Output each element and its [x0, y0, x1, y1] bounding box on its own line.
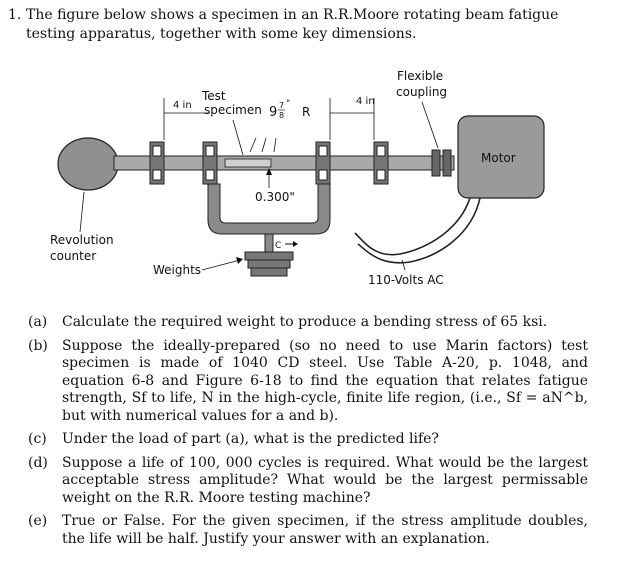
problem-statement: 1. The figure below shows a specimen in …	[8, 6, 608, 44]
motor-label: Motor	[481, 151, 516, 165]
sub-question-text: Suppose the ideally-prepared (so no need…	[62, 337, 588, 424]
bearing-1	[149, 141, 165, 185]
sub-question-list: (a) Calculate the required weight to pro…	[28, 314, 588, 554]
test-specimen	[224, 158, 272, 168]
problem-intro: The figure below shows a specimen in an …	[26, 7, 559, 42]
sub-question-label: (d)	[28, 454, 48, 471]
flexible-coupling	[431, 149, 441, 177]
weights-label: Weights	[153, 263, 201, 277]
revolution-counter-disc	[57, 137, 119, 191]
radius-denominator: 8	[279, 111, 284, 120]
radius-numerator: 7	[279, 101, 284, 110]
radius-unit: "	[286, 99, 290, 109]
revolution-label: Revolution	[50, 233, 114, 247]
bearing-4	[373, 141, 389, 185]
sub-question-text: Suppose a life of 100, 000 cycles is req…	[62, 454, 588, 506]
motor	[457, 115, 545, 199]
rr-moore-apparatus-figure: Motor C 4 in 4 in Test specimen	[40, 58, 580, 298]
sub-question-label: (a)	[28, 314, 48, 330]
power-cord	[354, 197, 471, 256]
svg-text:C: C	[275, 241, 281, 251]
bearing-2	[202, 141, 218, 185]
test-label: Test	[201, 89, 226, 103]
dim-right-label: 4 in	[356, 96, 375, 107]
apparatus-diagram: Motor C 4 in 4 in Test specimen	[50, 69, 545, 287]
sub-question-c: (c) Under the load of part (a), what is …	[28, 431, 588, 449]
flexible-label: Flexible	[397, 69, 443, 83]
problem-number: 1.	[8, 7, 22, 23]
specimen-label: specimen	[204, 103, 262, 117]
sub-question-label: (c)	[28, 431, 47, 447]
loading-yoke	[207, 183, 331, 235]
bearing-3	[315, 141, 331, 185]
power-label: 110-Volts AC	[368, 273, 444, 287]
diameter-label: 0.300"	[255, 190, 295, 204]
sub-question-text: Under the load of part (a), what is the …	[62, 431, 439, 447]
radius-R: R	[302, 105, 310, 119]
coupling-label: coupling	[396, 85, 447, 99]
sub-question-text: Calculate the required weight to produce…	[62, 314, 548, 330]
weight-plate	[244, 251, 294, 261]
dim-left-label: 4 in	[173, 100, 192, 111]
sub-question-e: (e) True or False. For the given specime…	[28, 513, 588, 548]
radius-whole: 9	[269, 105, 277, 120]
sub-question-label: (e)	[28, 513, 48, 529]
sub-question-a: (a) Calculate the required weight to pro…	[28, 314, 588, 332]
main-shaft	[113, 155, 455, 171]
sub-question-b: (b) Suppose the ideally-prepared (so no …	[28, 338, 588, 426]
sub-question-d: (d) Suppose a life of 100, 000 cycles is…	[28, 455, 588, 508]
sub-question-label: (b)	[28, 337, 48, 354]
counter-label: counter	[50, 249, 96, 263]
sub-question-text: True or False. For the given specimen, i…	[62, 513, 588, 547]
